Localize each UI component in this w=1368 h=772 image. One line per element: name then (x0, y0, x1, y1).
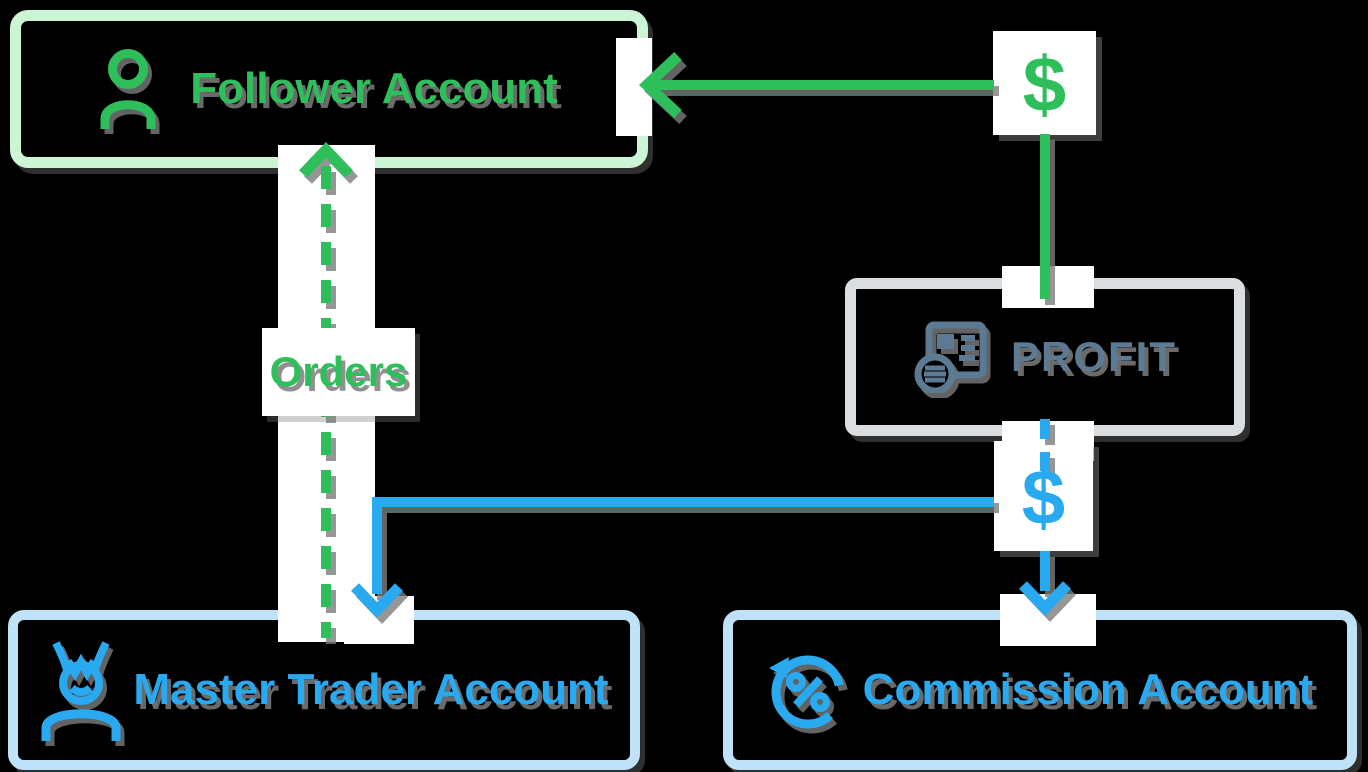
commission-account-label: Commission Account (862, 665, 1314, 714)
follower-account-label: Follower Account (190, 64, 558, 113)
crowned-trader-icon (41, 641, 121, 741)
edge-master-arrowhead-down (351, 583, 403, 618)
profit-label: PROFIT (1011, 333, 1177, 380)
person-icon (100, 49, 156, 129)
money-report-icon (914, 321, 987, 393)
outflow-dollar-symbol: $ (1021, 453, 1066, 541)
orders-edge-label-text: Orders (269, 348, 408, 395)
inflow-dollar-card (993, 31, 1096, 135)
percent-refresh-icon (768, 655, 845, 729)
edge-dollar-to-master-line (372, 497, 994, 594)
inflow-dollar-symbol: $ (1022, 40, 1067, 128)
edge-profit-to-follower-arrowhead (638, 51, 682, 119)
master-trader-account-label: Master Trader Account (133, 665, 609, 714)
edge-orders-arrowhead-up (299, 142, 353, 178)
orders-edge-label: Orders (262, 328, 415, 416)
edge-commission-arrowhead-down (1019, 581, 1071, 616)
